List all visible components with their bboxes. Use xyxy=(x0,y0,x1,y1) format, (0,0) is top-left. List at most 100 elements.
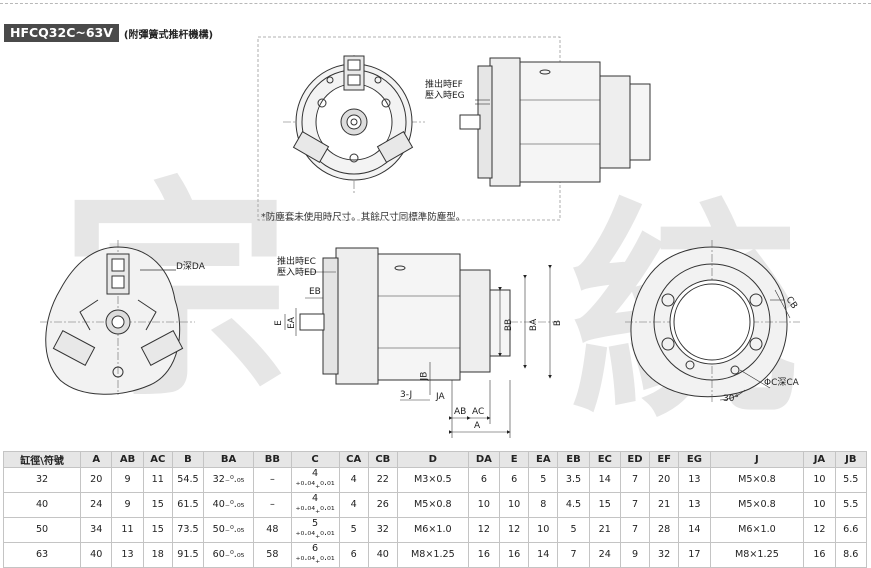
label-a: A xyxy=(474,421,481,431)
header-cell: BA xyxy=(203,451,255,468)
detail-side-view xyxy=(459,57,651,187)
table-cell: 6 xyxy=(499,467,530,493)
table-cell: 7 xyxy=(619,467,651,493)
table-cell: 32 xyxy=(2,467,82,493)
table-cell: 15 xyxy=(142,517,173,543)
title-subtitle: (附彈簧式推杆機構) xyxy=(123,29,214,41)
header-cell: CB xyxy=(367,451,398,468)
table-cell: 4 ⁺⁰·⁰⁴₊⁰·⁰¹ xyxy=(290,492,340,518)
label-ja: JA xyxy=(436,392,445,402)
header-cell: D xyxy=(396,451,469,468)
table-cell: 18 xyxy=(142,542,173,568)
table-cell: 24 xyxy=(80,492,113,518)
table-cell: 16 xyxy=(467,542,501,568)
table-cell: M3×0.5 xyxy=(396,467,469,493)
header-cell: A xyxy=(80,451,113,468)
table-cell: 13 xyxy=(111,542,144,568)
table-cell: 6.6 xyxy=(834,517,868,543)
label-b: B xyxy=(553,319,564,327)
table-cell: 4 xyxy=(338,467,369,493)
table-cell: 32 xyxy=(649,542,680,568)
table-cell: 40₋⁰.₀₅ xyxy=(203,492,255,518)
table-cell: 40 xyxy=(367,542,398,568)
table-cell: 12 xyxy=(499,517,530,543)
header-cell: C xyxy=(290,451,340,468)
label-eb: EB xyxy=(309,287,321,297)
table-cell: 24 xyxy=(588,542,621,568)
table-cell: 4 ⁺⁰·⁰⁴₊⁰·⁰¹ xyxy=(290,467,340,493)
table-cell: 14 xyxy=(678,517,711,543)
table-cell: 13 xyxy=(678,492,711,518)
table-cell: 14 xyxy=(528,542,559,568)
header-cell: AB xyxy=(111,451,144,468)
table-cell: 40 xyxy=(2,492,82,518)
header-cell: E xyxy=(499,451,530,468)
label-ed: 壓入時ED xyxy=(277,268,317,278)
model-badge: HFCQ32C~63V xyxy=(4,24,119,42)
table-cell: 50₋⁰.₀₅ xyxy=(203,517,255,543)
table-cell: 13 xyxy=(678,467,711,493)
table-cell: 6 xyxy=(338,542,369,568)
table-cell: 10 xyxy=(499,492,530,518)
table-cell: 60₋⁰.₀₅ xyxy=(203,542,255,568)
table-cell: 6 xyxy=(467,467,501,493)
label-ac: AC xyxy=(472,407,485,417)
table-cell: M5×0.8 xyxy=(709,492,805,518)
table-cell: 10 xyxy=(528,517,559,543)
header-cell: DA xyxy=(467,451,501,468)
header-cell: EC xyxy=(588,451,621,468)
label-ba: BA xyxy=(529,318,540,332)
label-ef: 推出時EF xyxy=(425,80,463,90)
table-cell: 7 xyxy=(619,517,651,543)
table-header-row: 缸徑\符號 A AB AC B BA BB C CA CB D DA E EA … xyxy=(2,451,868,468)
label-jb: JB xyxy=(419,371,430,381)
table-cell: 22 xyxy=(367,467,398,493)
table-cell: 40 xyxy=(80,542,113,568)
header-cell: EG xyxy=(678,451,711,468)
side-view-body xyxy=(299,247,560,385)
table-cell: M5×0.8 xyxy=(709,467,805,493)
header-cell: ED xyxy=(619,451,651,468)
label-3j: 3-J xyxy=(400,390,413,400)
table-cell: 20 xyxy=(649,467,680,493)
label-bb: BB xyxy=(504,318,515,332)
table-cell: M8×1.25 xyxy=(396,542,469,568)
label-e: E xyxy=(273,320,284,326)
table-cell: 12 xyxy=(467,517,501,543)
table-cell: 58 xyxy=(253,542,292,568)
top-dashed-divider xyxy=(0,3,871,4)
table-cell: 91.5 xyxy=(171,542,205,568)
label-phi-c: ΦC深CA xyxy=(764,378,799,388)
table-cell: 8 xyxy=(528,492,559,518)
table-cell: 10 xyxy=(803,467,836,493)
table-cell: 16 xyxy=(499,542,530,568)
table-cell: 21 xyxy=(649,492,680,518)
table-cell: 5.5 xyxy=(834,467,868,493)
label-ec: 推出時EC xyxy=(277,257,316,267)
table-cell: 4 xyxy=(338,492,369,518)
table-cell: 20 xyxy=(80,467,113,493)
table-cell: 5 xyxy=(338,517,369,543)
table-cell: 32₋⁰.₀₅ xyxy=(203,467,255,493)
detail-front-view xyxy=(283,55,425,195)
rear-view xyxy=(625,240,800,402)
table-cell: 5 xyxy=(528,467,559,493)
table-cell: 11 xyxy=(111,517,144,543)
header-cell: EA xyxy=(528,451,559,468)
header-cell: EB xyxy=(557,451,590,468)
table-cell: 28 xyxy=(649,517,680,543)
table-cell: 4.5 xyxy=(557,492,590,518)
header-cell: JB xyxy=(834,451,868,468)
label-ab: AB xyxy=(454,407,467,417)
table-cell: 5.5 xyxy=(834,492,868,518)
detail-frame xyxy=(257,36,561,221)
side-view-dimensions xyxy=(284,265,552,438)
table-cell: 32 xyxy=(367,517,398,543)
header-cell: CA xyxy=(338,451,369,468)
table-cell: M6×1.0 xyxy=(709,517,805,543)
table-cell: 26 xyxy=(367,492,398,518)
table-cell: 9 xyxy=(619,542,651,568)
table-cell: 7 xyxy=(557,542,590,568)
